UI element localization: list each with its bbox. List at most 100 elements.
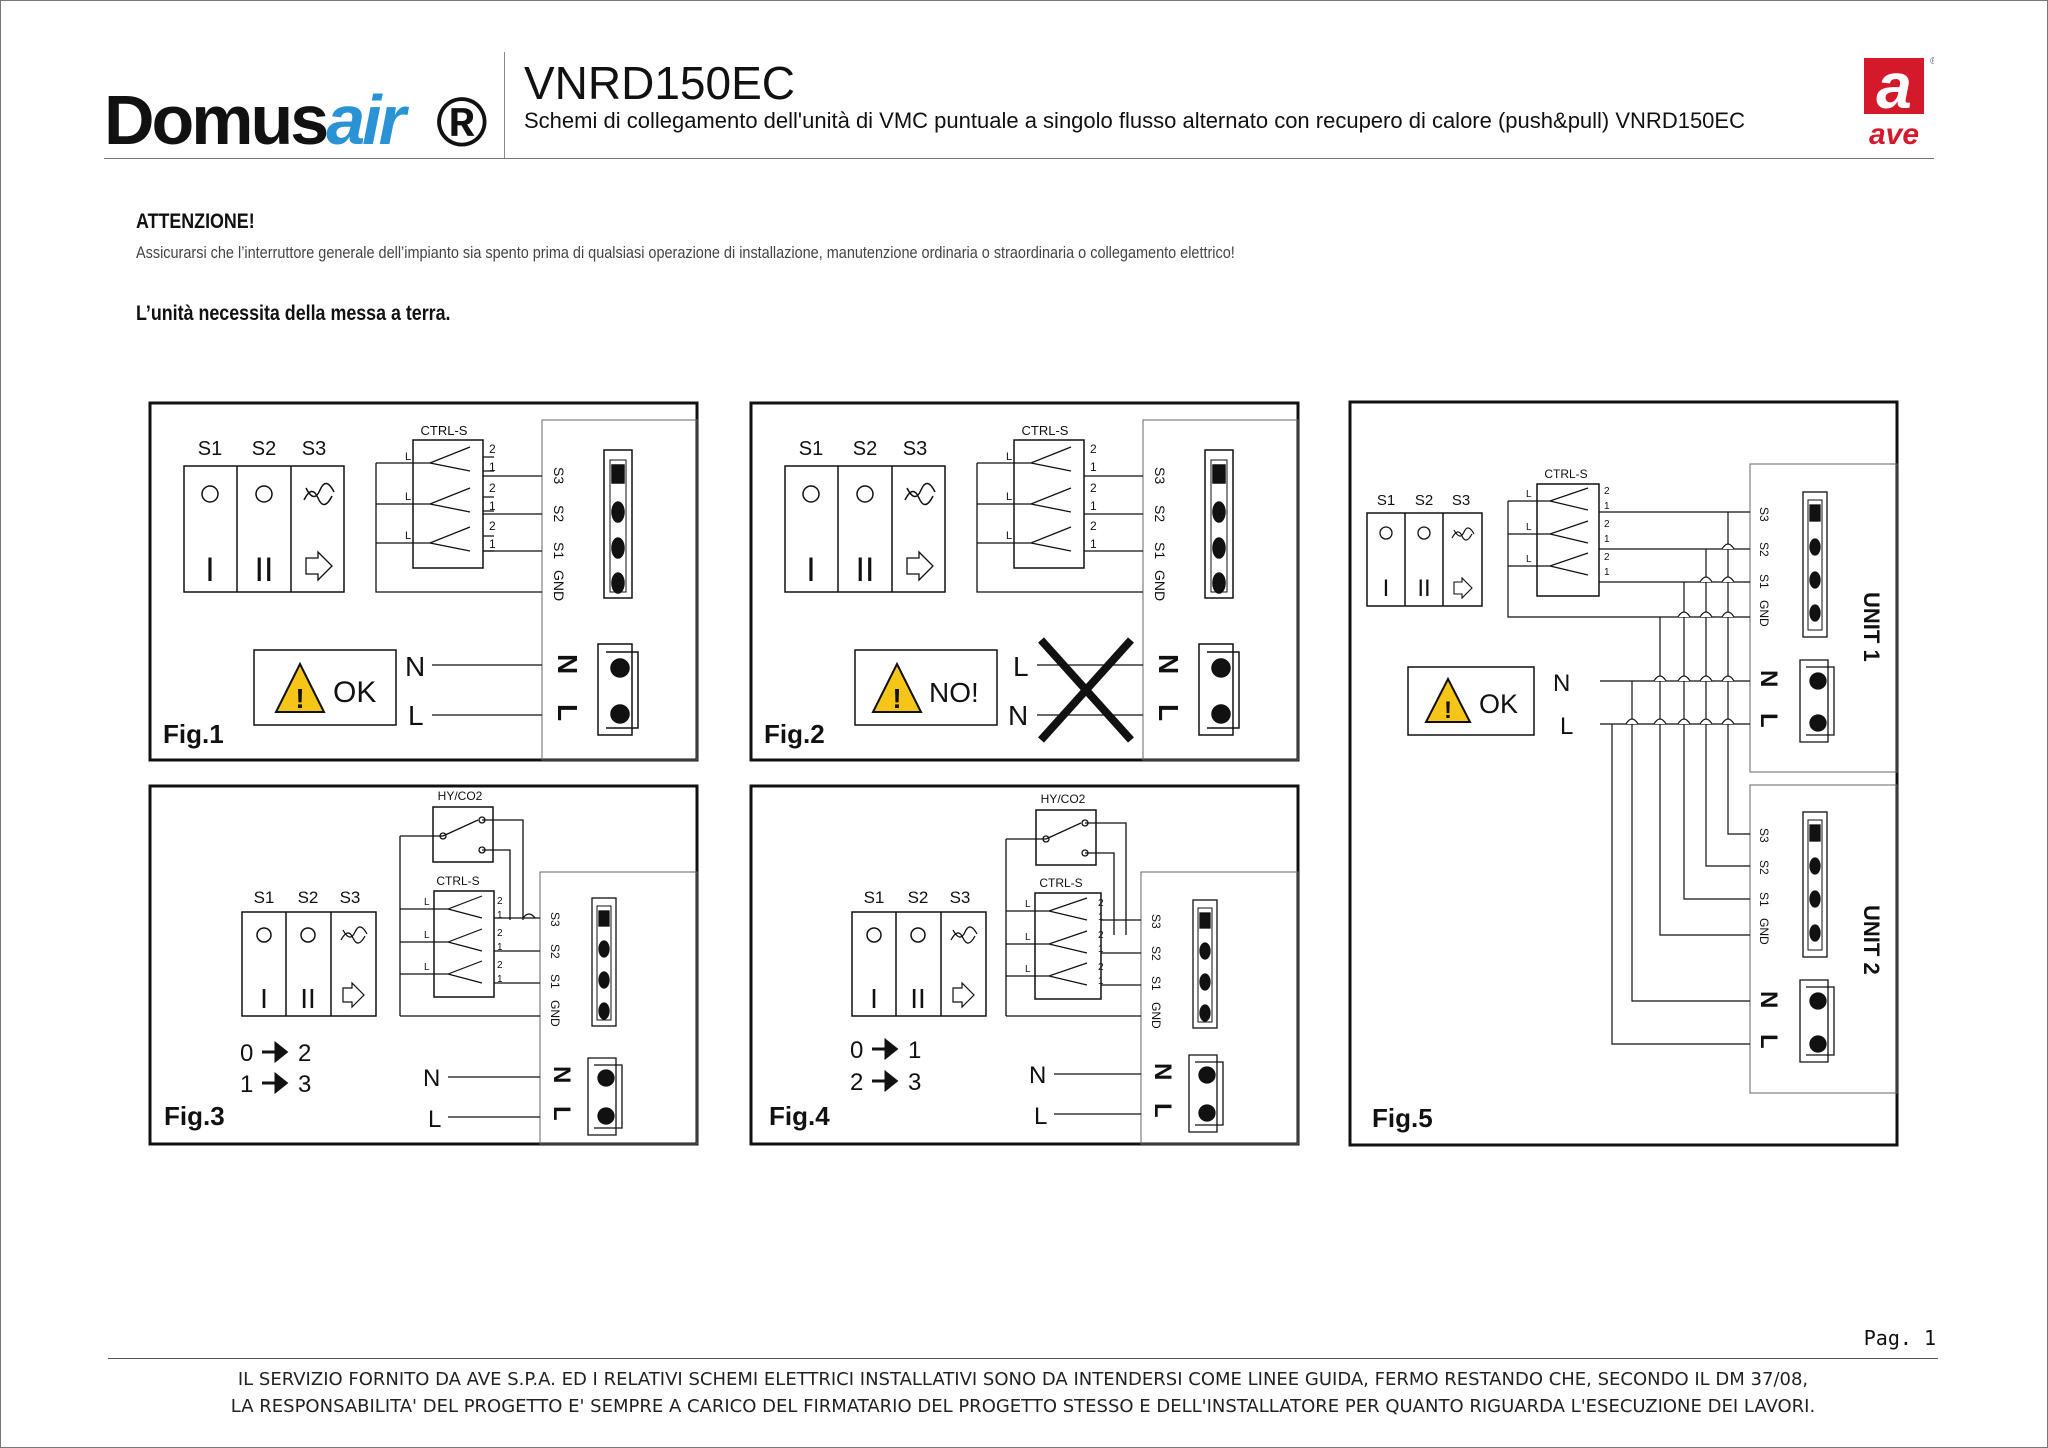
label-s3: S3 xyxy=(1452,492,1470,509)
term-n: N xyxy=(1153,654,1184,674)
term-s2: S2 xyxy=(1149,946,1163,961)
term-l: L xyxy=(548,1106,575,1121)
arrow-right-icon xyxy=(260,1042,288,1062)
label-hy-co2: HY/CO2 xyxy=(438,789,483,803)
label-speed-ii: II xyxy=(856,551,875,589)
warning-triangle-icon xyxy=(274,661,326,713)
footer-divider xyxy=(108,1358,1938,1359)
ctrl-term-2a: 2 xyxy=(497,896,503,907)
grounding-note: L’unità necessita della messa a terra. xyxy=(136,302,451,325)
mains-n-wrong: N xyxy=(1008,700,1028,731)
no-label: NO! xyxy=(929,677,979,708)
ctrl-term-2a: 2 xyxy=(1098,898,1104,909)
logo-air-text: air xyxy=(326,81,406,159)
ctrl-term-2b: 2 xyxy=(1090,481,1097,495)
label-s1: S1 xyxy=(198,438,222,460)
label-speed-ii: II xyxy=(255,551,274,589)
label-speed-i: I xyxy=(806,551,815,589)
figure-3: S1 S2 S3 I II HY/CO2 CTRL-S L L L 2 1 xyxy=(148,784,699,1146)
ave-logo-word: ave xyxy=(1869,118,1919,150)
svg-text:!: ! xyxy=(1444,697,1452,724)
ctrl-l2: L xyxy=(1526,522,1532,533)
warning-triangle-icon xyxy=(1424,676,1472,723)
label-ctrl-s: CTRL-S xyxy=(1022,423,1069,438)
fig2-label: Fig.2 xyxy=(764,719,825,749)
ctrl-l1: L xyxy=(1526,489,1532,500)
term-l: L xyxy=(552,704,583,721)
term-s3: S3 xyxy=(1149,914,1163,929)
figure-1: S1 S2 S3 I II CTRL-S L L L 2 1 2 1 2 1 S… xyxy=(148,401,699,762)
unit1-term-n: N xyxy=(1755,670,1782,687)
ctrl-term-2b: 2 xyxy=(1604,519,1610,530)
ctrl-l3: L xyxy=(424,962,430,973)
unit1-term-gnd: GND xyxy=(1757,600,1771,627)
label-hy-co2: HY/CO2 xyxy=(1041,792,1086,806)
label-s1: S1 xyxy=(799,438,823,460)
term-gnd: GND xyxy=(1152,570,1168,601)
ctrl-term-2c: 2 xyxy=(1090,519,1097,533)
unit1-term-s2: S2 xyxy=(1757,542,1771,557)
fig5-label: Fig.5 xyxy=(1372,1103,1433,1133)
ctrl-term-1c: 1 xyxy=(497,974,503,985)
cross-icon xyxy=(1038,637,1134,743)
ctrl-term-1c: 1 xyxy=(1604,567,1610,578)
mains-n: N xyxy=(1029,1062,1046,1089)
label-speed-i: I xyxy=(870,983,878,1014)
domusair-logo: Domusair ® xyxy=(104,80,488,161)
term-n: N xyxy=(1149,1063,1176,1080)
ctrl-term-2b: 2 xyxy=(1098,930,1104,941)
warning-heading: ATTENZIONE! xyxy=(136,210,255,233)
ave-logo-a: a xyxy=(1876,54,1912,122)
map-b-from: 1 xyxy=(240,1071,253,1098)
ctrl-term-1b: 1 xyxy=(489,499,496,513)
arrow-right-icon xyxy=(260,1073,288,1093)
ok-label: OK xyxy=(1479,689,1518,719)
term-s2: S2 xyxy=(548,944,562,959)
ctrl-l3: L xyxy=(405,530,411,542)
label-s2: S2 xyxy=(1415,492,1433,509)
mains-l: L xyxy=(408,700,424,731)
term-n: N xyxy=(548,1066,575,1083)
map-a-to: 2 xyxy=(298,1040,311,1067)
label-speed-i: I xyxy=(1383,575,1390,602)
mains-l-wrong: L xyxy=(1013,651,1029,682)
mains-l: L xyxy=(1034,1103,1047,1130)
ctrl-term-2a: 2 xyxy=(1604,486,1610,497)
ctrl-term-1a: 1 xyxy=(489,460,496,474)
ctrl-term-2c: 2 xyxy=(1604,552,1610,563)
header: Domusair ® VNRD150EC Schemi di collegame… xyxy=(104,52,1934,161)
ctrl-term-2b: 2 xyxy=(497,928,503,939)
ctrl-term-1c: 1 xyxy=(1090,537,1097,551)
label-s2: S2 xyxy=(298,888,319,907)
arrow-right-icon xyxy=(870,1039,898,1059)
label-s1: S1 xyxy=(1377,492,1395,509)
ctrl-term-1a: 1 xyxy=(497,910,503,921)
ctrl-l3: L xyxy=(1526,554,1532,565)
ctrl-l2: L xyxy=(424,930,430,941)
mains-n: N xyxy=(405,651,425,682)
label-speed-ii: II xyxy=(1417,575,1430,602)
switch-panel xyxy=(183,465,345,593)
map-a-from: 0 xyxy=(850,1037,863,1064)
unit1-label: UNIT 1 xyxy=(1859,592,1884,662)
ctrl-term-2a: 2 xyxy=(1090,442,1097,456)
ave-logo-reg: ® xyxy=(1930,56,1934,67)
unit2-term-s3: S3 xyxy=(1757,828,1771,843)
warning-text: Assicurarsi che l’interruttore generale … xyxy=(136,243,1235,262)
label-s3: S3 xyxy=(302,438,326,460)
term-s2: S2 xyxy=(1152,505,1168,522)
figure-5: S1 S2 S3 I II CTRL-S L L L 2 1 2 1 2 1 xyxy=(1348,400,1899,1147)
ctrl-term-1c: 1 xyxy=(489,537,496,551)
ctrl-term-2b: 2 xyxy=(489,481,496,495)
ctrl-l3: L xyxy=(1025,964,1031,975)
label-s1: S1 xyxy=(254,888,275,907)
ok-label: OK xyxy=(333,676,376,709)
term-gnd: GND xyxy=(551,570,567,601)
ctrl-term-2c: 2 xyxy=(497,960,503,971)
term-s1: S1 xyxy=(1149,976,1163,991)
term-s1: S1 xyxy=(548,974,562,989)
label-ctrl-s: CTRL-S xyxy=(436,874,479,888)
ctrl-l1: L xyxy=(424,897,430,908)
page-number: Pag. 1 xyxy=(1863,1326,1936,1350)
logo-domus-text: Domus xyxy=(104,81,329,159)
